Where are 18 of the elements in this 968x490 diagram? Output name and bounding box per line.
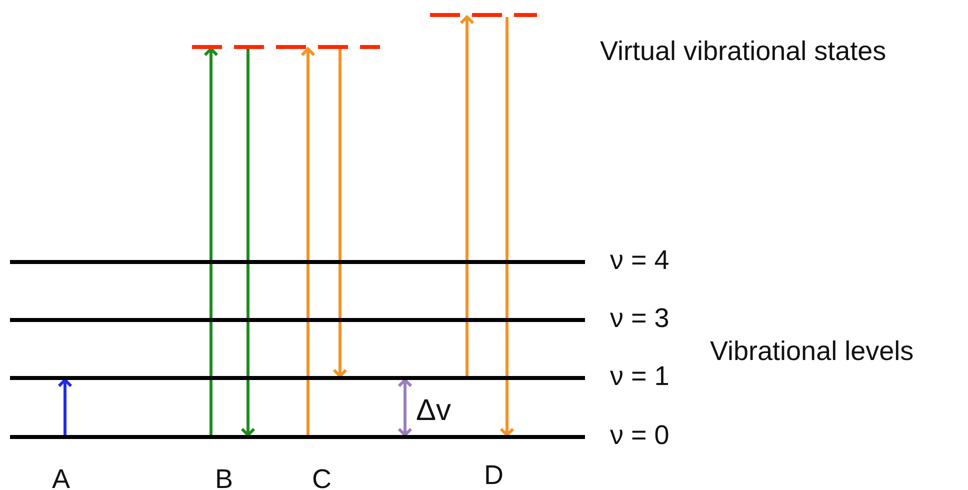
arrow bbox=[332, 49, 348, 378]
arrow bbox=[500, 17, 514, 436]
arrow bbox=[300, 48, 316, 435]
level-label: ν = 0 bbox=[610, 422, 670, 449]
double-arrow bbox=[398, 378, 412, 436]
transition-label: D bbox=[484, 462, 504, 489]
arrow bbox=[204, 48, 218, 435]
arrow bbox=[58, 378, 72, 435]
arrow bbox=[460, 16, 474, 376]
arrow bbox=[240, 49, 256, 436]
level-label: ν = 3 bbox=[610, 305, 670, 332]
transition-label: B bbox=[215, 466, 234, 490]
transition-label: C bbox=[312, 466, 332, 490]
transition-label: A bbox=[52, 466, 70, 490]
level-label: ν = 1 bbox=[610, 363, 670, 390]
group-label: Vibrational levels bbox=[710, 338, 914, 365]
level-label: ν = 4 bbox=[610, 247, 670, 274]
group-label: Virtual vibrational states bbox=[600, 38, 886, 65]
